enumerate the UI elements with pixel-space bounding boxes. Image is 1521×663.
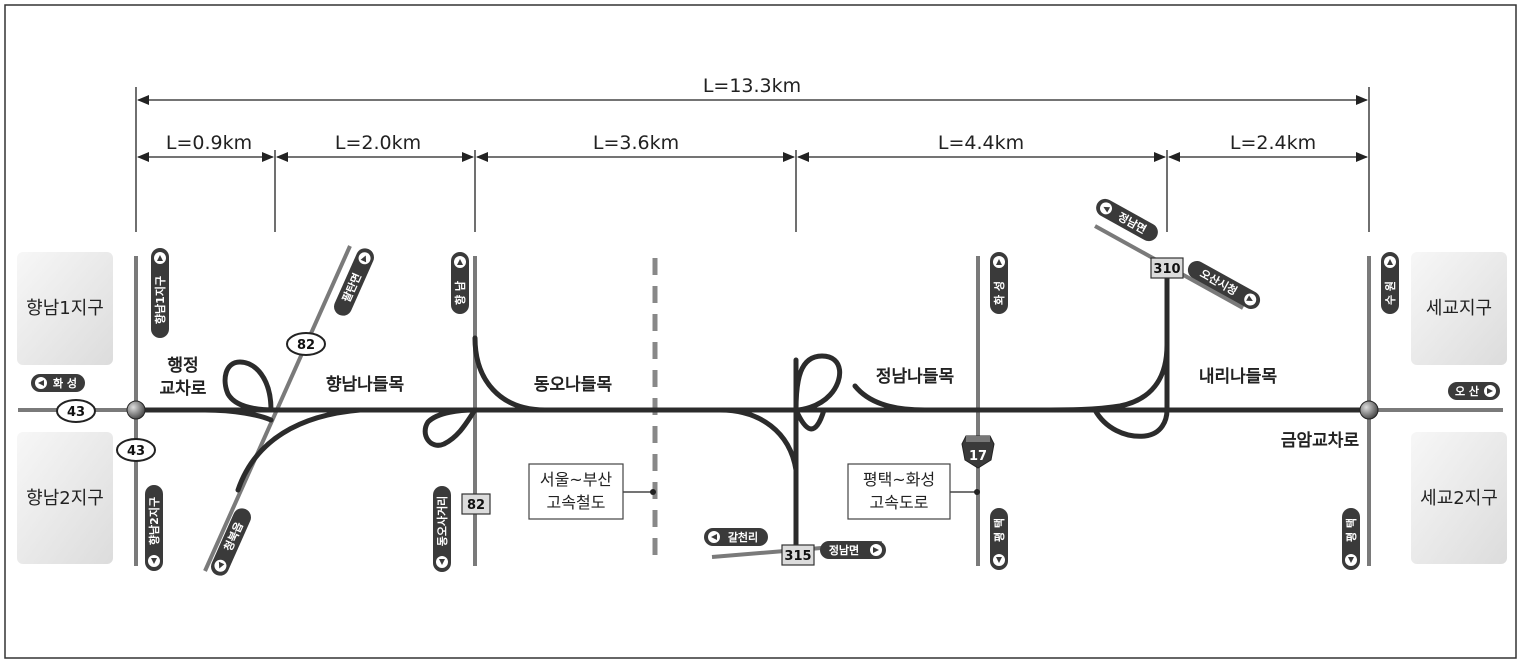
sign-galcheon-text: 갈천리 <box>728 530 758 544</box>
route-43-main-text: 43 <box>67 405 85 420</box>
sign-hyangnam1-up: 향남1지구 <box>151 248 169 338</box>
sign-jeongnam-310: 정남면 <box>1096 198 1158 242</box>
callout-expressway-line1: 평택~화성 <box>863 470 935 489</box>
route-17-shield-text: 17 <box>969 449 987 464</box>
callout-railway-line1: 서울~부산 <box>540 470 613 489</box>
sign-suwon-up: 수 원 <box>1381 252 1399 314</box>
sign-hyangnam-up-text: 향 남 <box>453 281 467 305</box>
junction-jeongnam: 정남나들목 <box>876 367 955 387</box>
sign-hyangnam2-down: 향남2지구 <box>145 485 163 571</box>
total-length-label: L=13.3km <box>703 75 801 97</box>
route-43-main: 43 <box>56 399 96 423</box>
route-310-box-text: 310 <box>1153 262 1180 277</box>
junction-geumam: 금암교차로 <box>1281 431 1360 451</box>
district-hyangnam2: 향남2지구 <box>26 488 104 509</box>
route-315-box-text: 315 <box>784 549 811 564</box>
sign-osan-east: 오 산 <box>1448 382 1500 400</box>
sign-suwon-up-text: 수 원 <box>1383 281 1397 305</box>
route-82-box: 82 <box>461 493 491 515</box>
route-43-south: 43 <box>116 438 156 462</box>
junction-naeri: 내리나들목 <box>1199 367 1278 387</box>
junction-hyangnam: 향남나들목 <box>326 374 405 395</box>
sign-pyeongtaek-down-2-text: 평 택 <box>1344 518 1358 542</box>
route-43-south-text: 43 <box>127 444 145 459</box>
district-segyo2: 세교2지구 <box>1420 488 1498 509</box>
sign-jeongnam-315: 정남면 <box>820 541 886 559</box>
sign-osan-310: 오산시청 <box>1187 260 1261 310</box>
route-315-box: 315 <box>781 544 815 566</box>
main-road <box>133 263 1372 552</box>
route-82-circle: 82 <box>286 332 326 356</box>
sign-pyeongtaek-down-1: 평 택 <box>990 508 1008 570</box>
haengjeong-node <box>126 400 146 420</box>
sign-hwaseong-up: 화 성 <box>990 252 1008 314</box>
sign-paltan-up: 팔탄면 <box>334 248 374 316</box>
callout-railway-line2: 고속철도 <box>547 493 606 512</box>
sign-hwaseong-west: 화 성 <box>31 374 85 392</box>
route-82-circle-text: 82 <box>297 338 315 353</box>
junction-haengjeong-line2: 교차로 <box>160 379 207 399</box>
route-310-box: 310 <box>1150 257 1184 279</box>
segment-length-1: L=0.9km <box>166 132 252 154</box>
segment-length-3: L=3.6km <box>593 132 679 154</box>
segment-length-5: L=2.4km <box>1230 132 1316 154</box>
district-hyangnam1: 향남1지구 <box>26 298 104 319</box>
callout-railway: 서울~부산 고속철도 <box>528 463 656 520</box>
district-boxes <box>17 252 1507 564</box>
sign-pyeongtaek-down-2: 평 택 <box>1342 508 1360 570</box>
outer-frame <box>4 4 1517 659</box>
dimension-lines <box>135 87 1370 232</box>
sign-hyangnam-up: 향 남 <box>451 252 469 314</box>
sign-osan-east-text: 오 산 <box>1455 384 1479 398</box>
sign-pyeongtaek-down-1-text: 평 택 <box>992 518 1006 542</box>
sign-hwaseong-up-text: 화 성 <box>992 281 1006 305</box>
route-17-shield: 17 <box>961 435 995 469</box>
route-82-box-text: 82 <box>467 498 485 513</box>
junction-haengjeong-line1: 행정 <box>167 356 198 376</box>
sign-dongo-down-text: 동오사거리 <box>435 496 449 547</box>
sign-hyangnam1-up-text: 향남1지구 <box>153 276 167 324</box>
junction-dongo: 동오나들목 <box>534 375 613 395</box>
sign-dongo-down: 동오사거리 <box>433 486 451 572</box>
sign-jeongnam-315-text: 정남면 <box>829 543 859 557</box>
callout-expressway-line2: 고속도로 <box>870 493 929 512</box>
segment-length-4: L=4.4km <box>938 132 1024 154</box>
geumam-node <box>1359 400 1379 420</box>
district-segyo: 세교지구 <box>1426 298 1492 319</box>
sign-hwaseong-west-text: 화 성 <box>53 376 77 390</box>
sign-hyangnam2-down-text: 향남2지구 <box>147 497 161 545</box>
sign-galcheon: 갈천리 <box>704 528 768 546</box>
callout-expressway: 평택~화성 고속도로 <box>847 463 980 520</box>
segment-length-2: L=2.0km <box>335 132 421 154</box>
